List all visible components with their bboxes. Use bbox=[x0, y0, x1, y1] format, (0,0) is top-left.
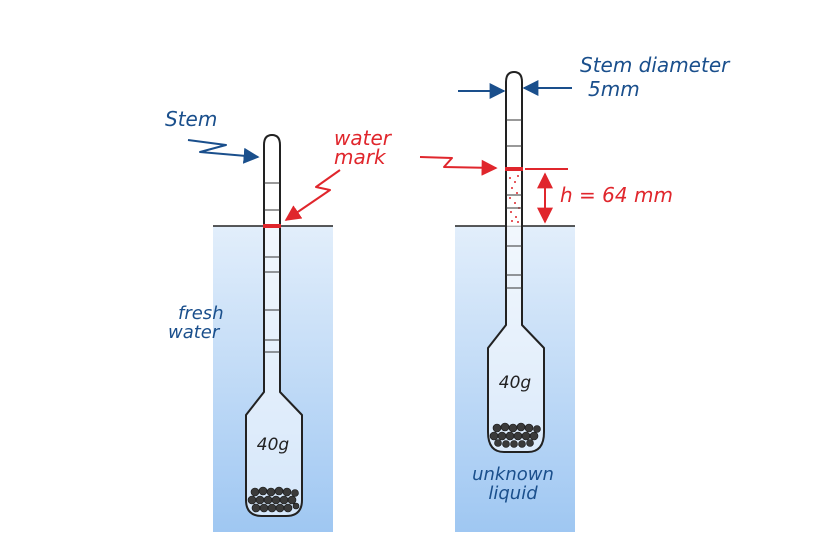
water-mark-label-line1: water bbox=[334, 126, 393, 150]
mass-label-left: 40g bbox=[257, 435, 290, 455]
hydrometer-left-outline bbox=[245, 134, 303, 517]
water-mark-arrow-right bbox=[419, 156, 498, 176]
unknown-liquid-label-line1: unknown bbox=[472, 464, 554, 485]
stem-label: Stem bbox=[165, 107, 217, 131]
hydrometer-left: 40g bbox=[245, 134, 303, 517]
stem-diameter-label-line2: 5mm bbox=[588, 77, 640, 101]
ballast-right bbox=[489, 422, 541, 448]
fresh-water-label-line2: water bbox=[168, 322, 221, 343]
hydrometer-right-outline bbox=[487, 71, 545, 453]
water-mark-left bbox=[263, 224, 281, 228]
mass-label-right: 40g bbox=[499, 373, 532, 393]
stem-diameter-label-line1: Stem diameter bbox=[580, 53, 731, 77]
water-mark-arrow-left bbox=[284, 169, 341, 221]
water-mark-right bbox=[505, 167, 523, 171]
fresh-water-label-line1: fresh bbox=[178, 303, 224, 324]
height-label: h = 64 mm bbox=[560, 183, 673, 207]
unknown-liquid-label-line2: liquid bbox=[488, 483, 538, 504]
water-mark-label-line2: mark bbox=[334, 145, 387, 169]
hydrometer-right-scale bbox=[506, 119, 522, 289]
hydrometer-left-scale bbox=[264, 182, 280, 353]
hydrometer-right: 40g bbox=[487, 71, 545, 453]
ballast-left bbox=[247, 486, 300, 513]
stem-arrow bbox=[187, 139, 260, 164]
